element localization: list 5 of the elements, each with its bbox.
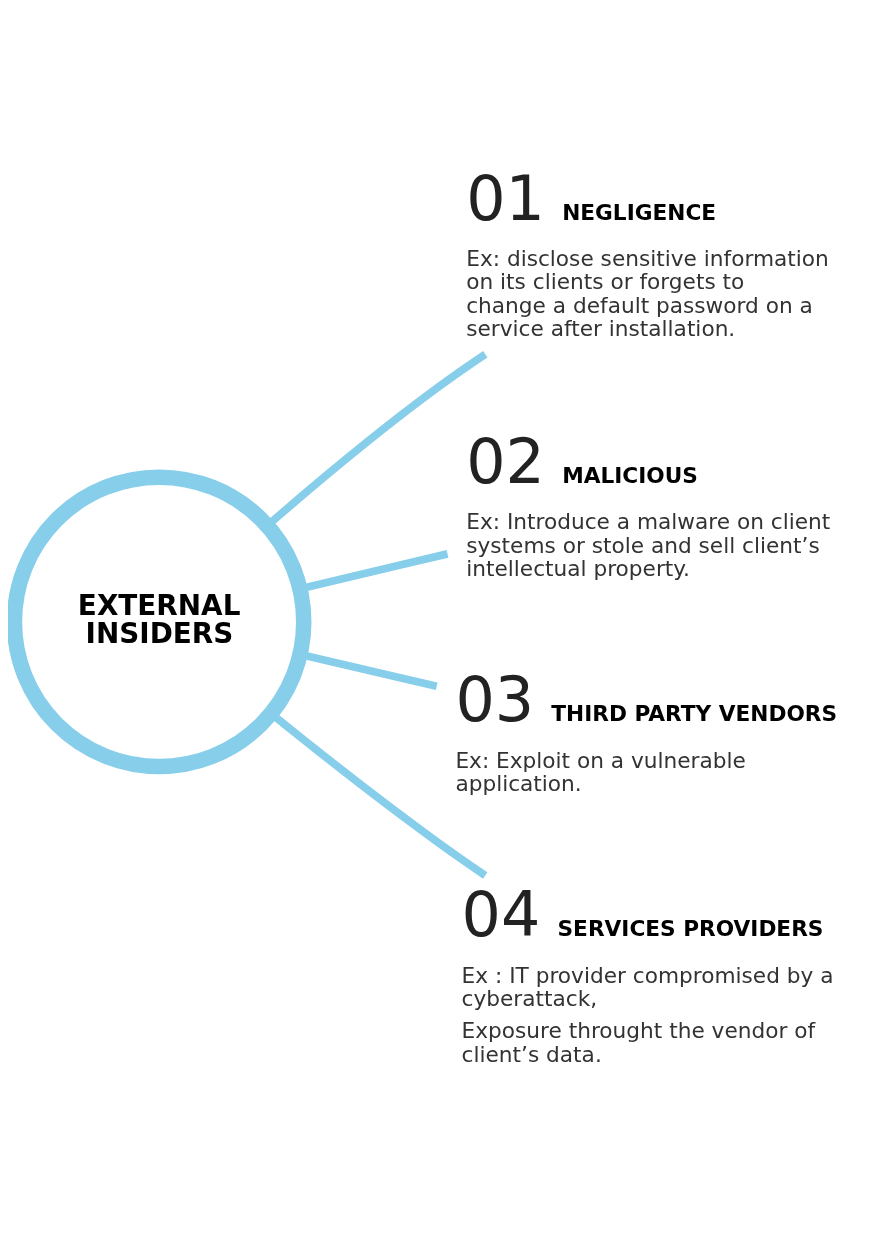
node-text: 01 NEGLIGENCE Ex: disclose sensitive information on its clients or forgets to change a default password on a service after installation. (466, 162, 829, 341)
node-circle: EXTERNAL INSIDERS (8, 468, 312, 774)
node-text: 02 MALICIOUS Ex: Introduce a malware on client systems or stole and sell client’s intellectual property. (466, 425, 831, 581)
node-text: 03 THIRD PARTY VENDORS Ex: Exploit on a vulnerable application. (455, 663, 838, 796)
node-text: 04 SERVICES PROVIDERS Ex : IT provider compromised by a cyberattack, Exposure throught the vendor of client’s data. (461, 878, 834, 1067)
